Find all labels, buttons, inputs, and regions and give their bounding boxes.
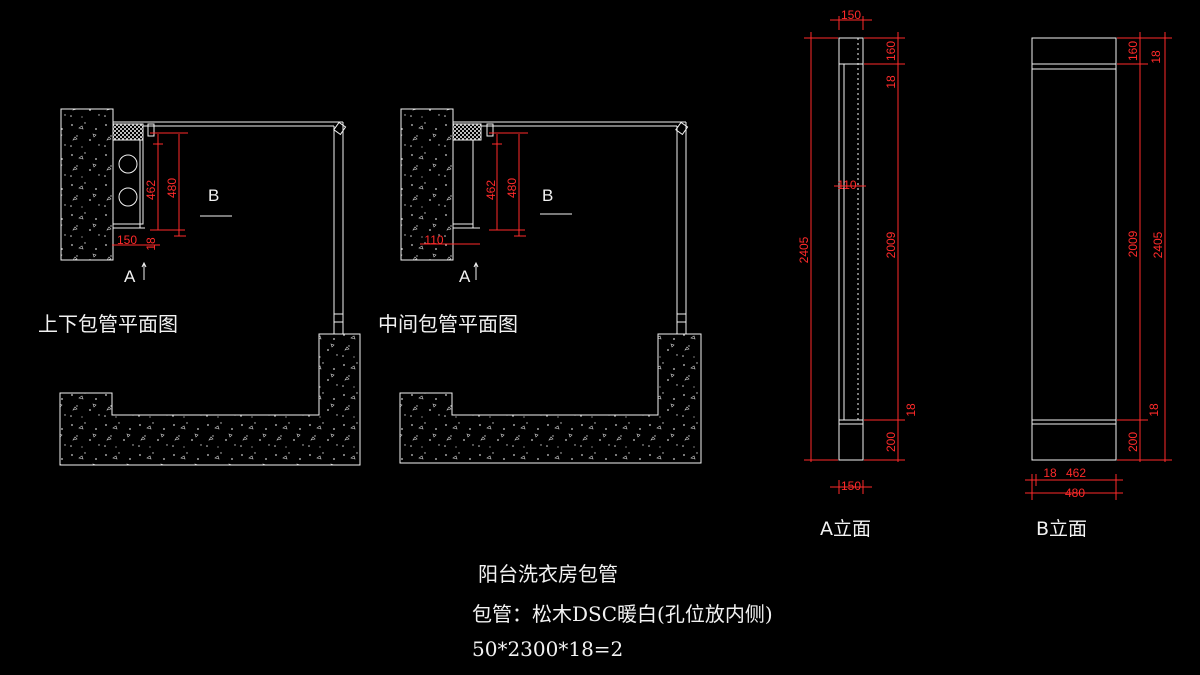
dim-462-p2: 462 <box>484 180 498 200</box>
a-bottom-block: 200 <box>884 432 898 452</box>
b-total-height: 2405 <box>1151 231 1165 258</box>
board-outline <box>838 37 864 461</box>
note-spec: 50*2300*18=2 <box>472 637 624 661</box>
a-bottom-width: 150 <box>841 479 861 493</box>
b-bottom-gap: 18 <box>1147 403 1161 417</box>
section-a-arrow <box>473 261 479 268</box>
pipe-circle-lower <box>118 187 138 207</box>
note-title: 阳台洗衣房包管 <box>478 562 618 586</box>
elevation-b-title: B立面 <box>1036 518 1088 540</box>
wall-l-shape <box>59 333 361 466</box>
dim-480-p1: 480 <box>165 178 179 198</box>
board-end <box>486 123 494 137</box>
section-a-arrow <box>141 261 147 268</box>
dim-480-p2: 480 <box>505 178 519 198</box>
b-bottom-right: 462 <box>1066 466 1086 480</box>
a-middle: 2009 <box>884 231 898 258</box>
frame-bottom-detail <box>333 313 344 323</box>
dim-462-p1: 462 <box>144 180 158 200</box>
pipe-box <box>112 139 144 225</box>
section-marker-a-p1: A <box>124 267 136 286</box>
b-middle: 2009 <box>1126 230 1140 257</box>
b-top-gap: 18 <box>1149 50 1163 64</box>
pipe-box <box>452 139 474 225</box>
elevation-a-dims <box>804 16 905 494</box>
frame-bottom-detail <box>676 313 687 323</box>
section-marker-b-p2: B <box>542 186 553 205</box>
section-marker-a-p2: A <box>459 267 471 286</box>
b-bottom-total: 480 <box>1065 486 1085 500</box>
board-end <box>147 123 155 137</box>
plan-title-upper-lower: 上下包管平面图 <box>38 312 178 336</box>
corner-detail <box>675 121 689 136</box>
checker-panel <box>452 123 482 141</box>
plan-upper-lower-dims <box>112 132 188 246</box>
plan-middle <box>399 108 702 464</box>
a-top-gap: 18 <box>884 75 898 89</box>
dim-150-p1: 150 <box>117 233 137 247</box>
checker-panel <box>112 123 144 141</box>
elevation-a <box>838 37 864 461</box>
panel-outline <box>1031 37 1117 461</box>
wall-block-left <box>60 108 114 261</box>
b-bottom-block: 200 <box>1126 432 1140 452</box>
a-bottom-gap: 18 <box>904 403 918 417</box>
b-bottom-left: 18 <box>1043 466 1057 480</box>
note-material: 包管：松木DSC暖白(孔位放内侧) <box>472 602 773 626</box>
elevation-b <box>1031 37 1117 461</box>
plan-title-middle: 中间包管平面图 <box>378 312 518 336</box>
b-top-block: 160 <box>1126 41 1140 61</box>
a-top-block: 160 <box>884 41 898 61</box>
dim-110-p2: 110 <box>424 233 443 247</box>
dim-18-p1: 18 <box>144 237 158 251</box>
section-marker-b-p1: B <box>208 186 219 205</box>
plan-middle-dims <box>420 132 528 245</box>
a-top-width: 150 <box>841 8 861 22</box>
elevation-a-title: A立面 <box>820 518 871 540</box>
pipe-circle-upper <box>118 154 138 174</box>
wall-l-shape <box>399 333 702 464</box>
a-total-height: 2405 <box>797 236 811 263</box>
a-mid-width: 110 <box>837 178 856 192</box>
elevation-b-dims <box>1025 32 1172 500</box>
corner-detail <box>333 121 347 136</box>
wall-block-left <box>400 108 454 261</box>
plan-upper-lower <box>59 108 361 466</box>
